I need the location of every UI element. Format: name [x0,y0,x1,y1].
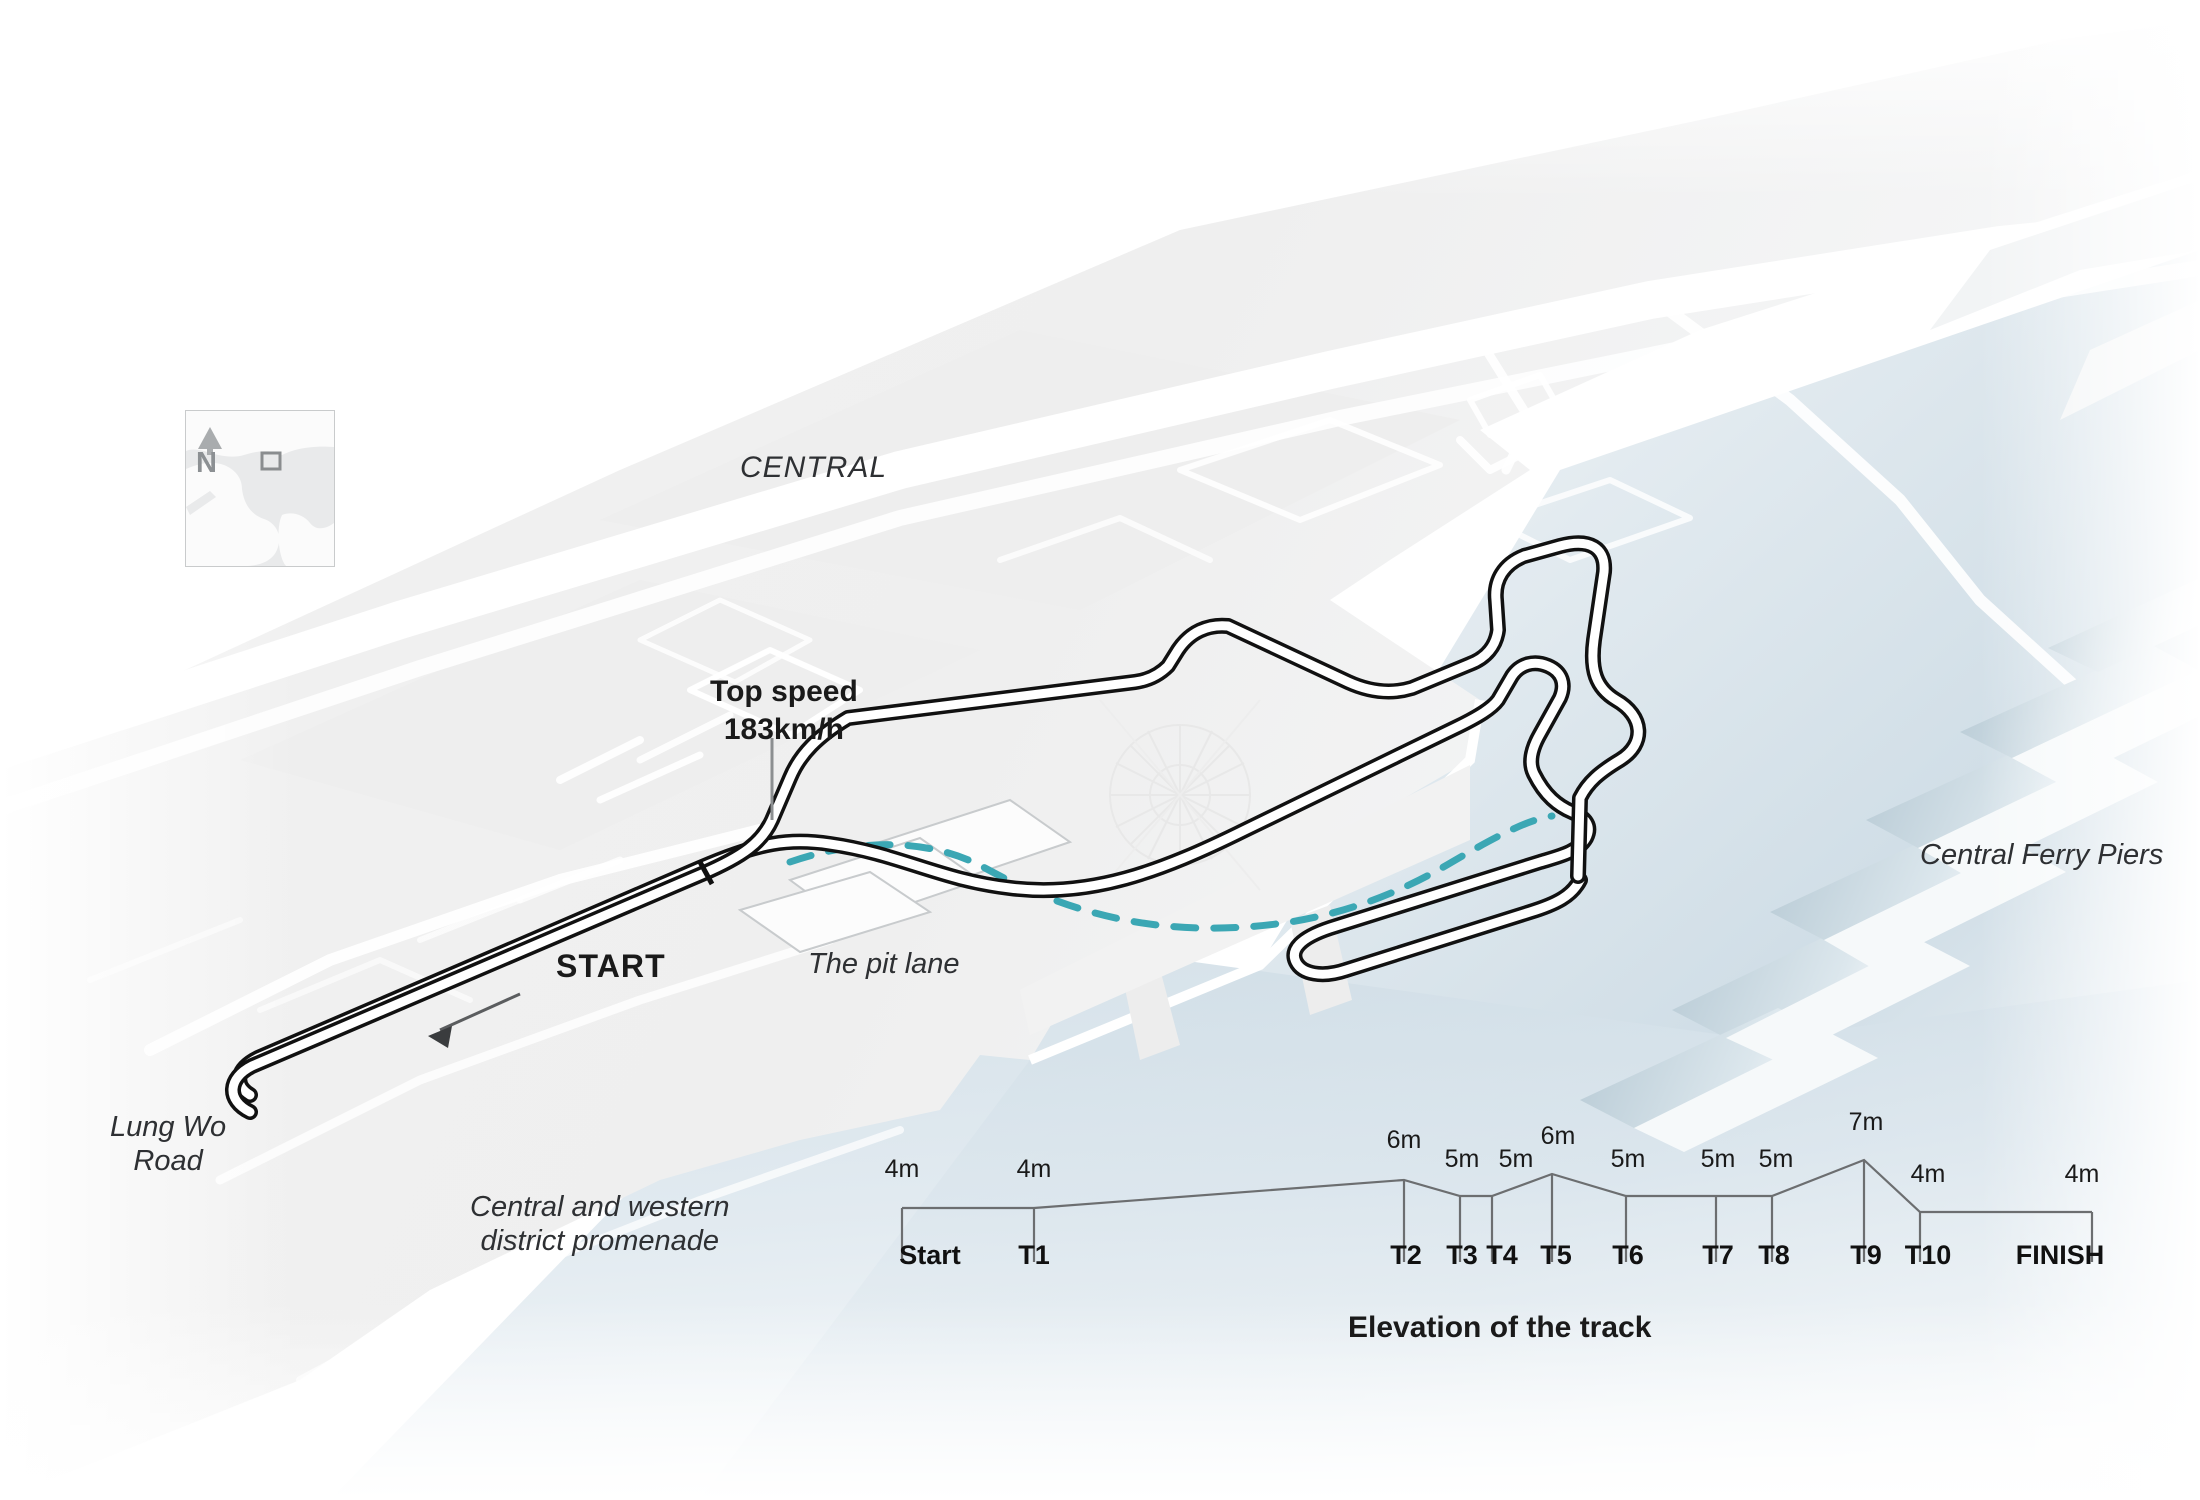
elevation-value-t4: 5m [1498,1145,1534,1173]
land-mass [0,20,2200,1500]
elevation-value-finish: 4m [2064,1160,2100,1188]
elevation-label-t9: T9 [1850,1240,1882,1270]
elevation-value-t10: 4m [1910,1160,1946,1188]
elevation-value-t7: 5m [1700,1145,1736,1173]
inset-map-shape [186,411,334,566]
label-top-speed: Top speed 183km/h [710,675,858,746]
elevation-label-t3: T3 [1446,1240,1478,1270]
elevation-label-finish: FINISH [2015,1240,2105,1270]
elevation-label-t10: T10 [1904,1240,1952,1270]
elevation-label-start: Start [899,1240,961,1270]
pit-garage-3 [737,870,933,954]
elevation-value-t6: 5m [1610,1145,1646,1173]
elevation-label-t2: T2 [1390,1240,1422,1270]
label-district-promenade: Central and western district promenade [470,1191,730,1258]
label-lung-wo-road: Lung Wo Road [110,1111,227,1178]
elevation-ridge-line [902,1158,2092,1214]
elevation-value-t2: 6m [1386,1126,1422,1154]
elevation-value-t5: 6m [1540,1122,1576,1150]
elevation-label-t4: T4 [1486,1240,1518,1270]
elevation-label-t8: T8 [1758,1240,1790,1270]
elevation-value-start: 4m [884,1155,920,1183]
elevation-value-t8: 5m [1758,1145,1794,1173]
label-central-ferry-piers: Central Ferry Piers [1920,839,2164,871]
elevation-label-t6: T6 [1612,1240,1644,1270]
elevation-chart-title: Elevation of the track [1348,1311,1652,1344]
elevation-label-t7: T7 [1702,1240,1734,1270]
label-start: START [556,948,666,984]
label-central: CENTRAL [740,451,888,484]
direction-arrow-icon [428,992,521,1048]
elevation-label-t5: T5 [1540,1240,1572,1270]
elevation-value-t3: 5m [1444,1145,1480,1173]
locator-box [260,451,282,471]
label-pit-lane: The pit lane [808,948,960,980]
north-arrow-icon [198,427,222,449]
elevation-value-t9: 7m [1848,1108,1884,1136]
elevation-value-t1: 4m [1016,1155,1052,1183]
elevation-label-t1: T1 [1018,1240,1050,1270]
compass-north-label: N [196,447,217,479]
pit-lane-dashed-path [786,812,1556,932]
start-finish-line [697,860,715,886]
waterfront-edge [1020,699,1485,1065]
inset-locator-map: N [185,410,335,567]
